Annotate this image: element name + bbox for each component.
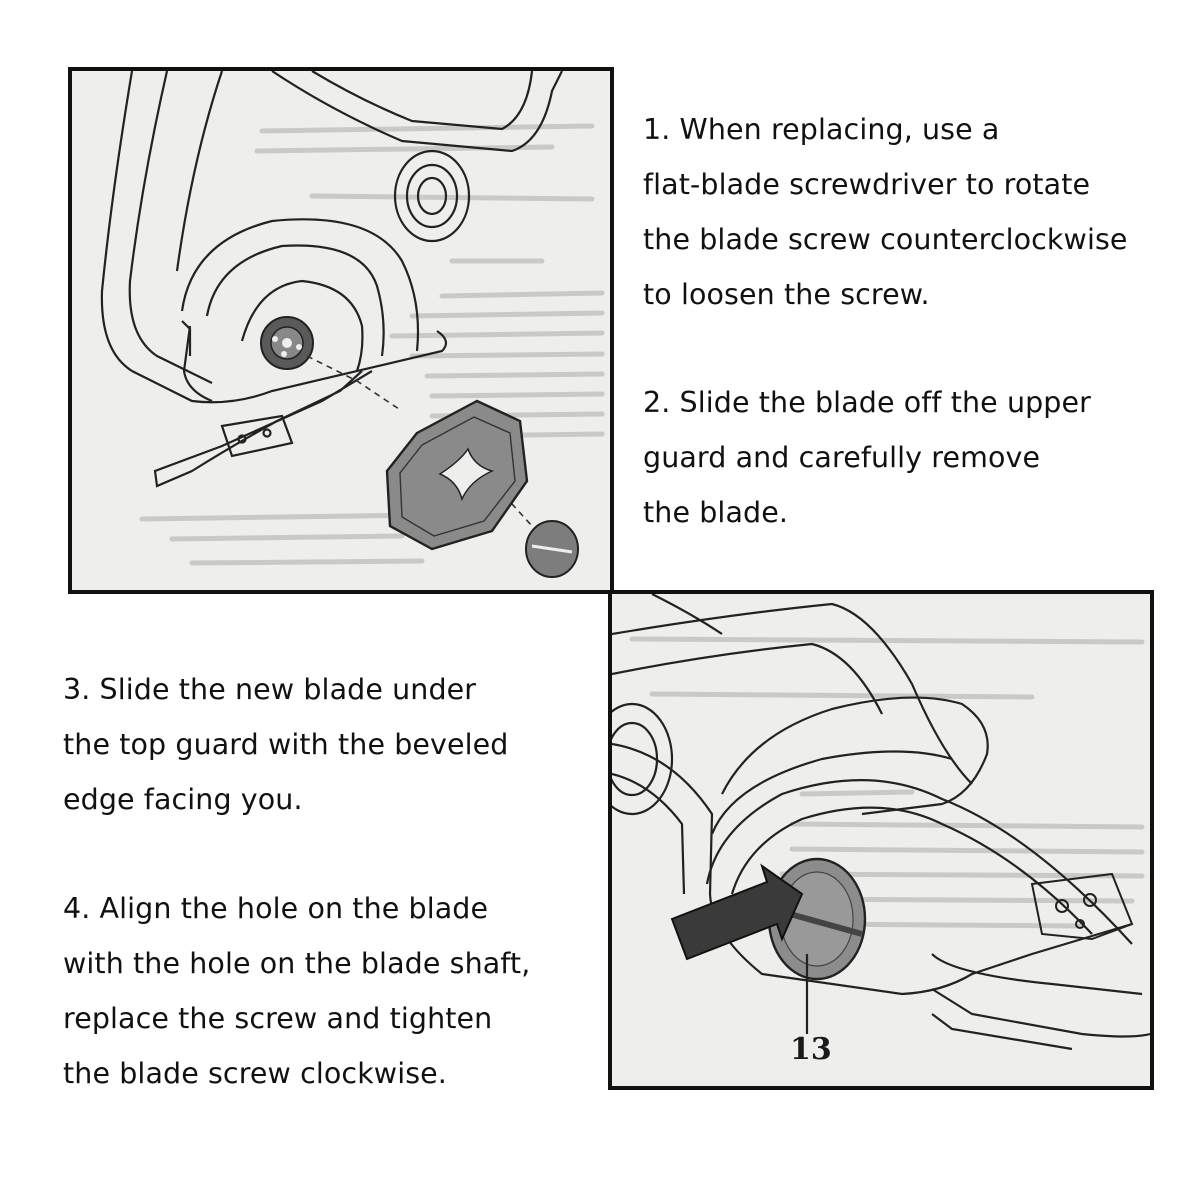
blade-guard — [1030, 872, 1134, 941]
screw-tightening-drawing — [612, 594, 1150, 1051]
callout-number: 13 — [790, 1032, 832, 1067]
screw-head — [767, 857, 867, 981]
blade-screw — [525, 520, 579, 578]
tool-body — [100, 71, 563, 488]
roller — [612, 702, 674, 816]
step-2-text: 2. Slide the blade off the upper guard a… — [643, 386, 1091, 529]
blade-removal-drawing — [100, 71, 605, 578]
step-3-text: 3. Slide the new blade under the top gua… — [63, 673, 509, 816]
background-text-lines — [139, 123, 605, 566]
octagonal-blade — [385, 399, 529, 551]
screw-tightening-illustration: 13 — [608, 590, 1154, 1090]
roller — [393, 149, 471, 243]
blade-removal-illustration — [68, 67, 614, 594]
tool-body — [612, 594, 1150, 1051]
step-1-text: 1. When replacing, use a flat-blade scre… — [643, 113, 1128, 311]
blade-shaft — [260, 316, 314, 370]
arrow-icon — [670, 863, 804, 961]
step-4-text: 4. Align the hole on the blade with the … — [63, 892, 531, 1090]
